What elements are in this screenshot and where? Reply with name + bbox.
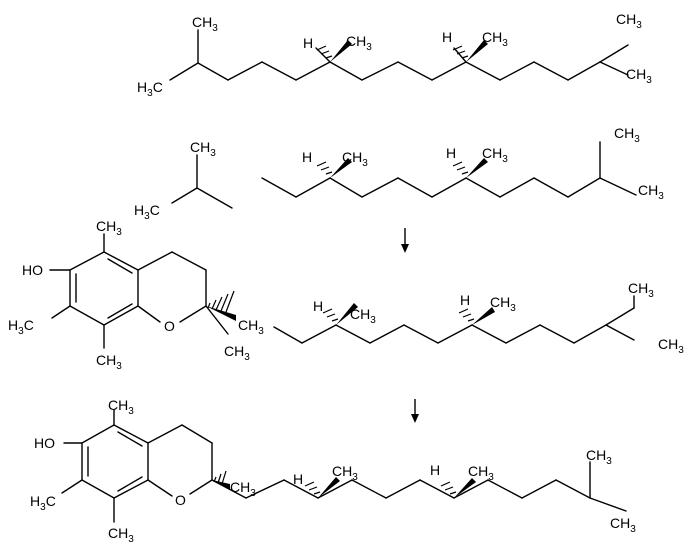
reaction-arrow	[411, 399, 419, 423]
molecule-product: CH3 HO H3C CH3 O CH3 H CH3 H CH3 CH3 CH3	[30, 397, 636, 545]
hydroxyl-label: HO	[34, 435, 55, 451]
methyl-label: CH3	[490, 294, 516, 314]
molecule-top-chain: CH3 H3C H CH3 H CH3 CH3 CH3	[137, 11, 652, 99]
reaction-arrow	[401, 228, 409, 253]
oxygen-label: O	[164, 318, 175, 334]
hydrogen-label: H	[302, 149, 312, 165]
hash-bond	[452, 161, 469, 175]
methyl-label: CH3	[96, 218, 122, 238]
methyl-label: CH3	[108, 397, 134, 417]
hash-bond	[316, 45, 333, 59]
molecule-row3-chain: H CH3 H CH3 CH3 CH3	[273, 280, 684, 356]
hash-bond	[304, 481, 321, 495]
methyl-label: H3C	[30, 493, 56, 513]
methyl-label: CH3	[482, 29, 508, 49]
hash-bond	[458, 308, 475, 322]
methyl-label: CH3	[332, 463, 358, 483]
hydrogen-label: H	[303, 35, 313, 51]
methyl-label: CH3	[628, 280, 654, 300]
oxygen-label: O	[175, 492, 186, 508]
molecule-isopropyl-fragment: CH3 H3C	[134, 139, 233, 222]
methyl-label: H3C	[8, 317, 34, 337]
hydroxyl-label: HO	[22, 262, 43, 278]
hash-bond	[207, 290, 235, 313]
methyl-label: CH3	[616, 11, 642, 31]
methyl-label: CH3	[626, 66, 652, 86]
methyl-label: CH3	[614, 125, 640, 145]
hydrogen-label: H	[293, 471, 303, 487]
methyl-label: H3C	[137, 79, 163, 99]
methyl-label: CH3	[238, 317, 264, 337]
methyl-label: H3C	[134, 202, 160, 222]
hydrogen-label: H	[313, 298, 323, 314]
methyl-label: CH3	[350, 306, 376, 326]
methyl-label: CH3	[658, 336, 684, 356]
methyl-label: CH3	[610, 515, 636, 535]
molecule-chromanol: CH3 HO H3C CH3 O CH3 CH3	[8, 218, 264, 372]
hydrogen-label: H	[442, 29, 452, 45]
methyl-label: CH3	[192, 14, 218, 34]
hash-bond	[440, 481, 457, 495]
methyl-label: CH3	[190, 139, 216, 159]
hydrogen-label: H	[446, 145, 456, 161]
hydrogen-label: H	[430, 462, 440, 478]
hash-bond	[316, 161, 333, 175]
methyl-label: CH3	[108, 525, 134, 545]
methyl-label: CH3	[224, 343, 250, 363]
molecule-row2-chain: H CH3 H CH3 CH3 CH3	[261, 125, 664, 202]
methyl-label: CH3	[342, 149, 368, 169]
methyl-label: CH3	[230, 479, 256, 499]
hash-bond	[322, 308, 339, 322]
methyl-label: CH3	[638, 182, 664, 202]
methyl-label: CH3	[482, 145, 508, 165]
methyl-label: CH3	[346, 33, 372, 53]
hydrogen-label: H	[460, 292, 470, 308]
methyl-label: CH3	[468, 463, 494, 483]
methyl-label: CH3	[586, 447, 612, 467]
methyl-label: CH3	[96, 352, 122, 372]
